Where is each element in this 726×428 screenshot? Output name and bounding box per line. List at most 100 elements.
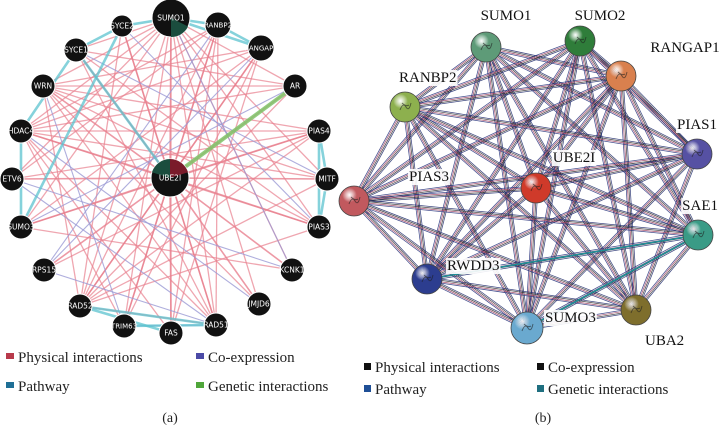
edge-b-strand-36-1 — [636, 154, 699, 311]
node-rad52-label: RAD52 — [67, 302, 93, 311]
node-trim63: TRIM63 — [110, 313, 137, 339]
node-rps15-circle — [31, 257, 57, 283]
panel-b-legend: Physical interactions Co-expression Path… — [364, 360, 669, 398]
edge-81 — [121, 25, 320, 228]
edge-b-strand-29-3 — [404, 108, 698, 238]
node-b-pias3-label: PIAS3 — [409, 169, 449, 185]
edge-b-strand-18-1 — [405, 76, 622, 109]
edge-b-13 — [352, 39, 582, 203]
panel-a-nodes: SUMO1RANBP2RANGAP1ARPIAS4MITFPIAS3KCNK1J… — [0, 0, 340, 346]
edge-59 — [20, 130, 125, 327]
edge-b-strand-46-1 — [354, 200, 528, 328]
node-b-sumo2: SUMO2 — [564, 8, 627, 57]
edge-74 — [170, 17, 293, 271]
node-wrn-label: WRN — [34, 82, 52, 91]
legend-label-pathway-b: Pathway — [375, 382, 427, 398]
node-b-pias3: PIAS3 — [338, 169, 451, 217]
edge-b-strand-21-1 — [354, 76, 622, 202]
edge-b-6 — [424, 46, 489, 280]
edge-b-16 — [577, 40, 639, 311]
edge-b-strand-26-0 — [405, 104, 698, 153]
edge-b-strand-10-2 — [404, 39, 580, 107]
edge-94 — [74, 49, 172, 179]
node-b-sae1-label: SAE1 — [682, 198, 718, 214]
node-ranbp2-label: RANBP2 — [204, 22, 232, 30]
node-b-rwdd3: RWDD3 — [411, 258, 501, 295]
edge-b-strand-12-2 — [534, 40, 580, 188]
node-rad51-circle — [203, 312, 229, 338]
node-jmjd6: JMJD6 — [246, 291, 272, 317]
edge-49 — [79, 178, 328, 307]
edge-b-4 — [352, 45, 488, 203]
node-b-ube2i: UBE2I — [520, 150, 597, 204]
panel-a-legend: Physical interactions Co-expression Path… — [6, 350, 329, 395]
edge-b-strand-28-2 — [353, 106, 405, 201]
edge-b-strand-26-1 — [405, 105, 698, 154]
edge-58 — [79, 25, 123, 307]
node-sumo3-circle — [8, 214, 34, 240]
node-b-rwdd3-label: RWDD3 — [447, 258, 500, 274]
node-ube2i-wedge-1 — [170, 159, 189, 178]
node-fas: FAS — [158, 320, 184, 346]
edge-b-strand-13-0 — [354, 42, 582, 203]
edge-40 — [20, 85, 296, 132]
edge-b-strand-25-1 — [527, 76, 623, 329]
node-sumo1-wedge — [171, 18, 189, 38]
edge-77 — [20, 130, 260, 305]
edge-b-strand-18-2 — [404, 74, 621, 107]
edge-31 — [170, 17, 296, 87]
panel-a-network: SUMO1RANBP2RANGAP1ARPIAS4MITFPIAS3KCNK1J… — [0, 0, 340, 346]
node-pias3: PIAS3 — [306, 214, 332, 240]
edge-b-strand-21-3 — [352, 73, 621, 200]
edge-b-strand-33-2 — [535, 152, 697, 188]
edge-b-strand-11-3 — [578, 42, 696, 156]
node-b-rangap1-label: RANGAP1 — [650, 40, 719, 56]
edge-b-strand-39-3 — [535, 189, 698, 238]
edge-b-strand-18-3 — [404, 73, 621, 106]
edge-b-strand-4-2 — [353, 46, 486, 201]
legend-swatch-pathway — [6, 382, 14, 388]
edge-80 — [43, 269, 217, 326]
node-kcnk1-circle — [279, 257, 305, 283]
edge-45 — [79, 130, 320, 307]
edge-41 — [79, 85, 296, 307]
edge-b-strand-29-1 — [405, 106, 699, 235]
edge-b-44 — [352, 199, 429, 281]
edge-b-strand-26-2 — [404, 107, 697, 156]
legend-swatch-coexpression — [196, 353, 204, 359]
edge-b-strand-43-3 — [353, 202, 698, 238]
node-syce2-circle — [110, 14, 134, 38]
edge-b-strand-51-2 — [426, 279, 527, 329]
node-rps15: RPS15 — [31, 257, 57, 283]
edge-51 — [79, 226, 320, 307]
edge-b-strand-38-1 — [354, 188, 537, 203]
edge-b-strand-50-3 — [426, 280, 636, 313]
edge-b-strand-18-0 — [405, 77, 622, 110]
edge-b-strand-31-2 — [404, 107, 636, 311]
node-b-pias1-label-bg — [675, 117, 718, 133]
node-b-sae1-circle — [682, 219, 714, 251]
node-b-ube2i-circle — [520, 172, 552, 204]
legend-swatch-coexpression-b — [537, 363, 544, 370]
edge-b-strand-39-1 — [536, 186, 699, 235]
node-b-sae1-label-bg — [681, 198, 719, 214]
edge-b-strand-26-3 — [404, 108, 697, 157]
edge-b-39 — [535, 185, 699, 238]
node-b-uba2-label: UBA2 — [645, 333, 684, 349]
edge-b-strand-10-1 — [405, 41, 581, 109]
panel-a-caption: (a) — [162, 411, 178, 426]
edge-82 — [43, 47, 262, 271]
node-ar-circle — [282, 73, 308, 99]
edge-b-51 — [425, 276, 529, 331]
node-b-sumo3-structure-icon — [521, 323, 534, 332]
edge-b-strand-42-0 — [528, 188, 539, 329]
edge-b-strand-40-2 — [426, 187, 536, 279]
edge-b-strand-12-3 — [533, 40, 579, 188]
edge-72 — [170, 24, 219, 334]
panel-a-edges — [11, 16, 329, 335]
edge-63 — [11, 130, 320, 180]
edge-b-strand-39-2 — [535, 188, 698, 237]
edge-b-strand-0-0 — [486, 44, 622, 75]
node-b-sumo2-label-bg — [573, 8, 627, 24]
